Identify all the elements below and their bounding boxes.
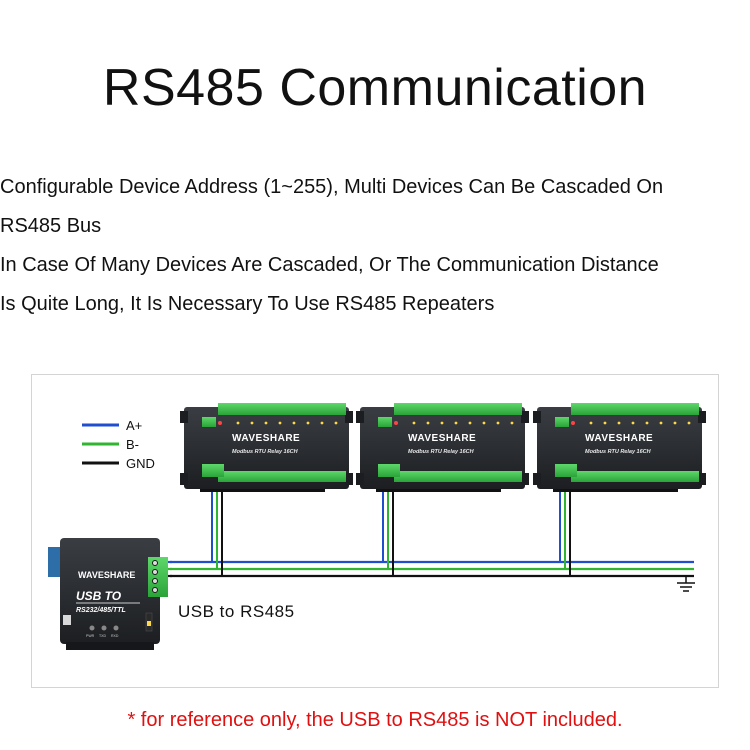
description-line: In Case Of Many Devices Are Cascaded, Or… [0, 254, 659, 276]
description-line: Configurable Device Address (1~255), Mul… [0, 176, 664, 198]
page-title: RS485 Communication [102, 59, 648, 117]
led-label-txd: TXD [99, 634, 106, 638]
terminal-block-bottom [218, 471, 346, 482]
waveshare-logo: WAVESHARE [585, 433, 653, 444]
relay-model-label: Modbus RTU Relay 16CH [408, 449, 475, 455]
disclaimer-note: * for reference only, the USB to RS485 i… [127, 709, 623, 731]
usb-to-rs485-converter: WAVESHARE USB TO RS232/485/TTL PWR TXD R… [48, 538, 168, 650]
led-label-rxd: RXD [111, 634, 119, 638]
legend-label-gnd: GND [126, 456, 155, 471]
rs485-terminal [555, 464, 577, 477]
relay-module: WAVESHARE Modbus RTU Relay 16CH [356, 403, 529, 492]
terminal-block-bottom [571, 471, 699, 482]
converter-terminal-block [148, 557, 168, 597]
power-terminal [555, 417, 569, 427]
relay-module: WAVESHARE Modbus RTU Relay 16CH [533, 403, 706, 492]
legend-label-a-plus: A+ [126, 418, 142, 433]
terminal-block-top [218, 403, 346, 415]
relay-model-label: Modbus RTU Relay 16CH [585, 449, 652, 455]
relay-model-label: Modbus RTU Relay 16CH [232, 449, 299, 455]
relay-module: WAVESHARE Modbus RTU Relay 16CH [180, 403, 353, 492]
description-line: RS485 Bus [0, 215, 102, 237]
rs485-terminal [202, 464, 224, 477]
legend-label-b-minus: B- [126, 437, 139, 452]
led-label-pwr: PWR [86, 634, 95, 638]
indicator-leds [412, 421, 514, 425]
converter-wires [168, 560, 172, 578]
waveshare-logo: WAVESHARE [232, 433, 300, 444]
rs485-terminal [378, 464, 400, 477]
waveshare-logo: WAVESHARE [78, 570, 135, 580]
terminal-block-top [571, 403, 699, 415]
converter-label: USB to RS485 [178, 602, 295, 621]
indicator-leds [236, 421, 338, 425]
converter-subtitle: RS232/485/TTL [76, 607, 126, 614]
description-line: Is Quite Long, It Is Necessary To Use RS… [0, 293, 495, 315]
power-terminal [202, 417, 216, 427]
terminal-block-top [394, 403, 522, 415]
description: Configurable Device Address (1~255), Mul… [0, 168, 750, 324]
legend: A+ B- GND [82, 418, 155, 471]
converter-title: USB TO [76, 589, 122, 603]
indicator-leds [589, 421, 691, 425]
terminal-block-bottom [394, 471, 522, 482]
power-terminal [378, 417, 392, 427]
rs485-bus [170, 560, 695, 592]
ground-icon [677, 576, 695, 592]
waveshare-logo: WAVESHARE [408, 433, 476, 444]
